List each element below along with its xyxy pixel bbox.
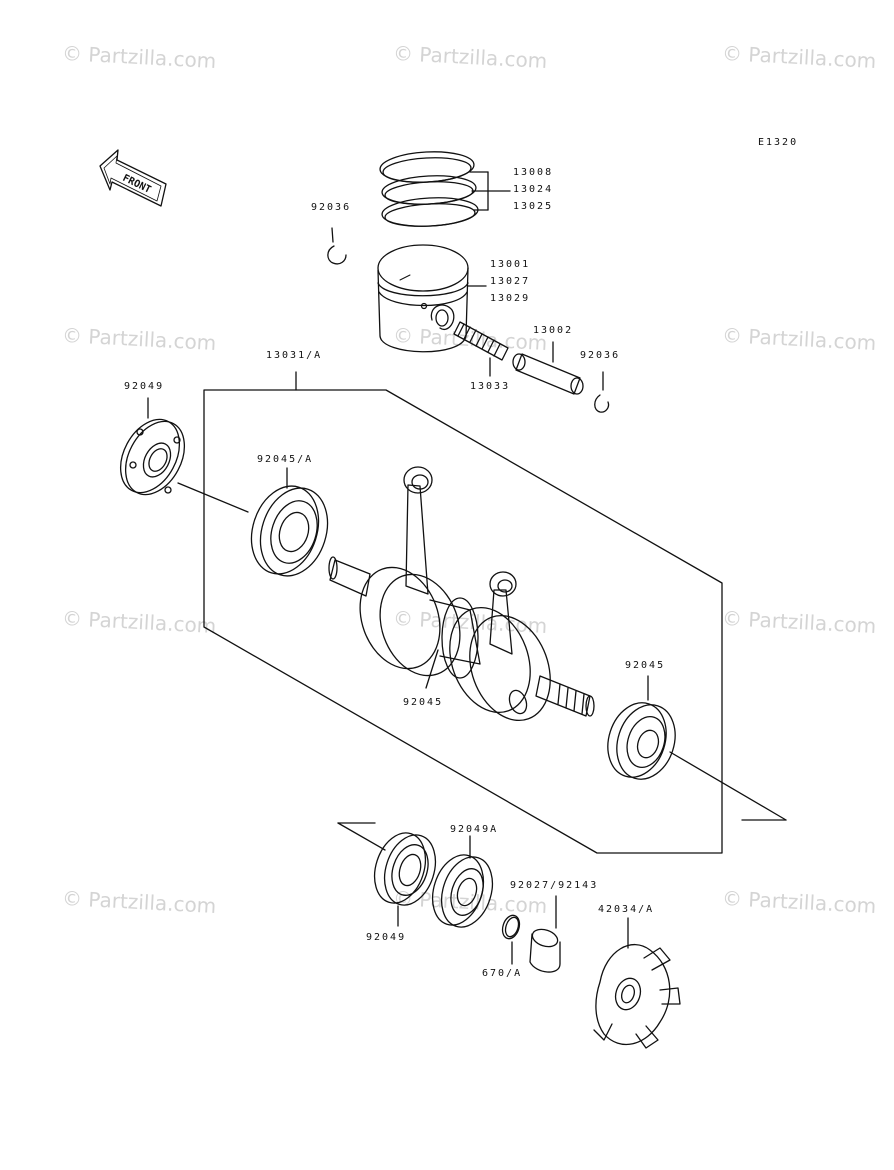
- part-label-670A[interactable]: 670/A: [482, 968, 523, 979]
- part-label-13008[interactable]: 13008: [513, 167, 554, 178]
- crankshaft-icon: [328, 466, 595, 722]
- part-label-13024[interactable]: 13024: [513, 184, 554, 195]
- ball-bearing-icon: [250, 467, 329, 577]
- part-label-42034A[interactable]: 42034/A: [598, 904, 655, 915]
- ball-bearing-icon: [607, 675, 787, 821]
- part-label-13031A[interactable]: 13031/A: [266, 350, 323, 361]
- part-label-92036-top[interactable]: 92036: [311, 202, 352, 213]
- assembly-bracket: [203, 389, 723, 854]
- part-label-13025[interactable]: 13025: [513, 201, 554, 212]
- part-label-92036-right[interactable]: 92036: [580, 350, 621, 361]
- part-label-92049-left[interactable]: 92049: [124, 381, 165, 392]
- part-label-92027-92143[interactable]: 92027/92143: [510, 880, 599, 891]
- piston-rings-group: [379, 151, 511, 227]
- ball-bearing-icon: [431, 835, 494, 928]
- o-ring-icon: [501, 914, 521, 965]
- collar-icon: [529, 895, 561, 973]
- part-label-92045-right[interactable]: 92045: [625, 660, 666, 671]
- part-label-13029[interactable]: 13029: [490, 293, 531, 304]
- piston-pin-icon: [512, 341, 584, 395]
- oil-seal-icon: [119, 397, 249, 513]
- diagram-code: E1320: [758, 137, 799, 148]
- part-label-13001[interactable]: 13001: [490, 259, 531, 270]
- oil-seal-icon: [373, 832, 437, 927]
- part-label-13027[interactable]: 13027: [490, 276, 531, 287]
- part-label-13033[interactable]: 13033: [470, 381, 511, 392]
- circlip-icon: [594, 394, 610, 413]
- needle-bearing-icon: [453, 321, 509, 377]
- part-label-92049-bottom[interactable]: 92049: [366, 932, 407, 943]
- coupling-icon: [593, 917, 681, 1049]
- part-label-92049A[interactable]: 92049A: [450, 824, 499, 835]
- part-label-92045-center[interactable]: 92045: [403, 697, 444, 708]
- front-arrow-icon: FRONT: [99, 149, 167, 207]
- piston-icon: [377, 244, 487, 353]
- part-label-92045A[interactable]: 92045/A: [257, 454, 314, 465]
- circlip-icon: [327, 245, 347, 265]
- part-label-13002[interactable]: 13002: [533, 325, 574, 336]
